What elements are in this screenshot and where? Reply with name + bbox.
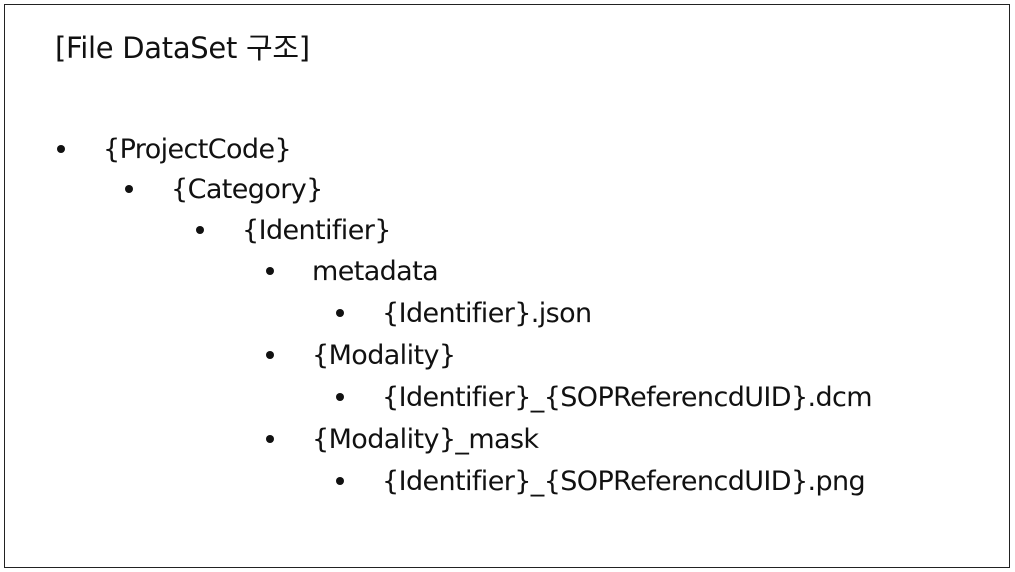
bullet-icon xyxy=(196,226,204,234)
tree-item-label: {Modality}_mask xyxy=(312,423,539,455)
tree-item-label: metadata xyxy=(312,255,439,287)
bullet-icon xyxy=(266,435,274,443)
tree-item-label: {Identifier}_{SOPReferencdUID}.png xyxy=(382,465,866,497)
tree-item-label: {Identifier}.json xyxy=(382,297,592,329)
bullet-icon xyxy=(266,267,274,275)
tree-item-label: {Category} xyxy=(171,173,323,205)
tree-item-dcm-file: {Identifier}_{SOPReferencdUID}.dcm xyxy=(336,377,873,417)
tree-item-json-file: {Identifier}.json xyxy=(336,293,592,333)
bullet-icon xyxy=(336,477,344,485)
tree-item-label: {Identifier} xyxy=(242,214,391,246)
bullet-icon xyxy=(266,351,274,359)
tree-item-label: {Modality} xyxy=(312,339,456,371)
tree-item-png-file: {Identifier}_{SOPReferencdUID}.png xyxy=(336,461,866,501)
tree-item-metadata: metadata xyxy=(266,251,439,291)
tree-item-identifier: {Identifier} xyxy=(196,210,391,250)
tree-item-category: {Category} xyxy=(125,169,323,209)
tree-item-label: {Identifier}_{SOPReferencdUID}.dcm xyxy=(382,381,873,413)
bullet-icon xyxy=(57,145,65,153)
tree-item-project-code: {ProjectCode} xyxy=(57,129,292,169)
bullet-icon xyxy=(125,185,133,193)
slide-frame: [File DataSet 구조] {ProjectCode} {Categor… xyxy=(4,4,1010,568)
tree-item-modality: {Modality} xyxy=(266,335,456,375)
slide-title: [File DataSet 구조] xyxy=(55,31,310,65)
tree-item-label: {ProjectCode} xyxy=(103,133,292,165)
tree-item-modality-mask: {Modality}_mask xyxy=(266,419,539,459)
bullet-icon xyxy=(336,309,344,317)
bullet-icon xyxy=(336,393,344,401)
